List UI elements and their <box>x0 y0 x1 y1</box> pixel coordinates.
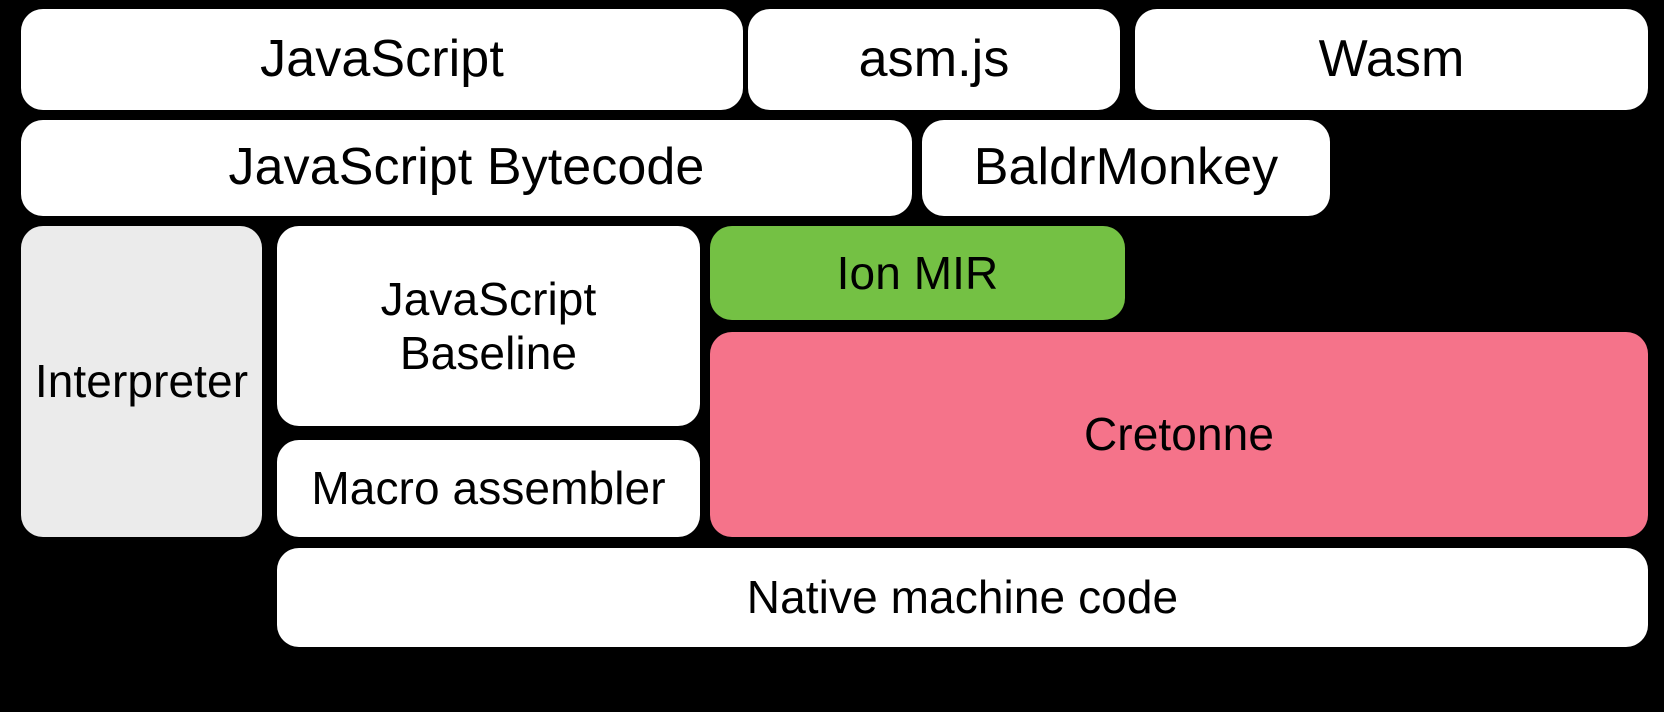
node-javascript[interactable]: JavaScript <box>21 9 743 110</box>
node-ion-mir[interactable]: Ion MIR <box>710 226 1125 320</box>
node-interpreter[interactable]: Interpreter <box>21 226 262 537</box>
node-baldrmonkey[interactable]: BaldrMonkey <box>922 120 1330 216</box>
node-javascript-baseline[interactable]: JavaScript Baseline <box>277 226 700 426</box>
node-macro-assembler[interactable]: Macro assembler <box>277 440 700 537</box>
node-javascript-bytecode[interactable]: JavaScript Bytecode <box>21 120 912 216</box>
node-cretonne[interactable]: Cretonne <box>710 332 1648 537</box>
node-native-machine-code[interactable]: Native machine code <box>277 548 1648 647</box>
node-wasm[interactable]: Wasm <box>1135 9 1648 110</box>
node-asmjs[interactable]: asm.js <box>748 9 1120 110</box>
